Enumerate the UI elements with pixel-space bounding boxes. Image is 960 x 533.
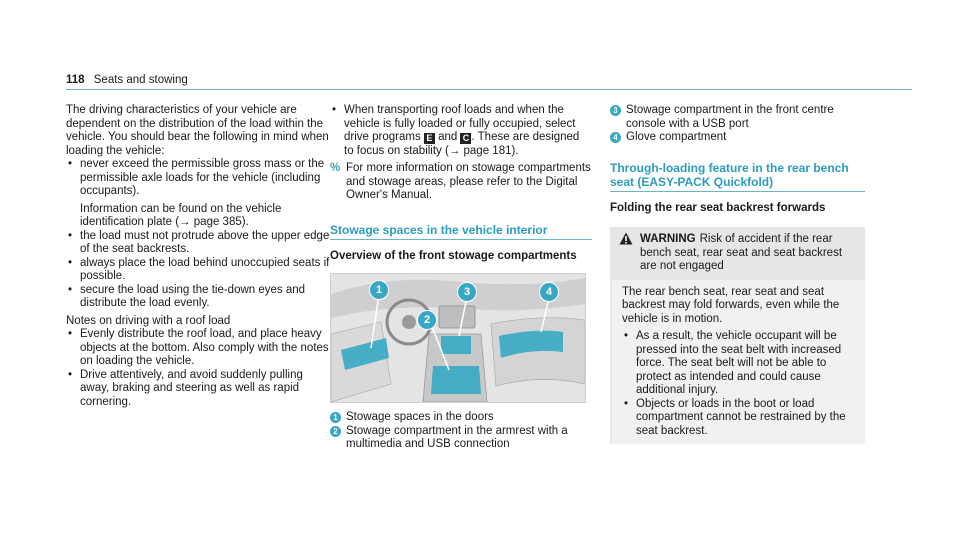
figure-legend: 1 Stowage spaces in the doors 2 Stowage …: [330, 411, 592, 452]
list-item-extra: Information can be found on the vehicle …: [80, 202, 282, 229]
figure-legend-continued: 3 Stowage compartment in the front centr…: [610, 104, 865, 145]
page-header: 118 Seats and stowing: [66, 74, 188, 88]
list-item: Objects or loads in the boot or load com…: [622, 398, 857, 439]
list-item: Drive attentively, and avoid suddenly pu…: [66, 369, 334, 410]
callout-2: 2: [417, 310, 437, 330]
info-icon: %: [330, 162, 341, 174]
list-item: never exceed the permissible gross mass …: [66, 158, 334, 230]
section-divider: [610, 190, 865, 192]
list-item: the load must not protrude above the upp…: [66, 230, 334, 257]
chapter-title: Seats and stowing: [93, 74, 188, 86]
column-left: The driving characteristics of your vehi…: [66, 104, 334, 409]
list-item: When transporting roof loads and when th…: [330, 104, 592, 158]
list-item: always place the load behind unoccupied …: [66, 257, 334, 284]
intro-paragraph: The driving characteristics of your vehi…: [66, 104, 329, 157]
warning-body: The rear bench seat, rear seat and seat …: [610, 279, 865, 444]
roof-load-heading: Notes on driving with a roof load: [66, 314, 231, 327]
callout-1: 1: [369, 280, 389, 300]
section-heading: Through-loading feature in the rear benc…: [610, 161, 865, 192]
legend-item: 3 Stowage compartment in the front centr…: [610, 104, 865, 131]
legend-number: 2: [330, 425, 341, 437]
legend-item: 1 Stowage spaces in the doors: [330, 411, 592, 425]
section-title: Stowage spaces in the vehicle interior: [330, 222, 548, 237]
page-number: 118: [66, 74, 85, 86]
column-right: 3 Stowage compartment in the front centr…: [610, 104, 865, 444]
section-title: Through-loading feature in the rear benc…: [610, 160, 849, 189]
legend-number: 3: [610, 105, 621, 116]
callout-3: 3: [457, 282, 477, 302]
column-middle: When transporting roof loads and when th…: [330, 104, 592, 452]
warning-label: WARNING: [640, 233, 696, 245]
legend-number: 1: [330, 412, 341, 423]
info-note: % For more information on stowage compar…: [330, 162, 592, 203]
drive-program-e-icon: E: [423, 133, 435, 144]
list-item: secure the load using the tie-down eyes …: [66, 284, 334, 311]
drive-program-bullet-list: When transporting roof loads and when th…: [330, 104, 592, 158]
section-heading: Stowage spaces in the vehicle interior: [330, 223, 592, 240]
legend-number: 4: [610, 132, 621, 143]
warning-title: Risk of accident if the rear bench seat,…: [640, 233, 843, 272]
list-item: As a result, the vehicle occupant will b…: [622, 330, 857, 398]
list-item: Evenly distribute the roof load, and pla…: [66, 328, 334, 369]
callout-4: 4: [539, 282, 559, 302]
subsection-title: Overview of the front stowage compartmen…: [330, 249, 577, 262]
drive-program-c-icon: C: [460, 133, 472, 144]
info-note-text: For more information on stowage compartm…: [346, 162, 591, 201]
legend-item: 2 Stowage compartment in the armrest wit…: [330, 425, 592, 452]
roof-load-bullet-list: Evenly distribute the roof load, and pla…: [66, 328, 334, 409]
warning-bullet-list: As a result, the vehicle occupant will b…: [622, 330, 857, 438]
subsection-title: Folding the rear seat backrest forwards: [610, 201, 826, 214]
interior-illustration: 1 2 3 4: [330, 273, 586, 403]
legend-item: 4 Glove compartment: [610, 131, 865, 145]
header-divider: [66, 89, 912, 90]
section-divider: [330, 238, 592, 240]
warning-text: The rear bench seat, rear seat and seat …: [622, 285, 840, 325]
warning-triangle-icon: [619, 232, 633, 245]
loading-bullet-list: never exceed the permissible gross mass …: [66, 158, 334, 311]
